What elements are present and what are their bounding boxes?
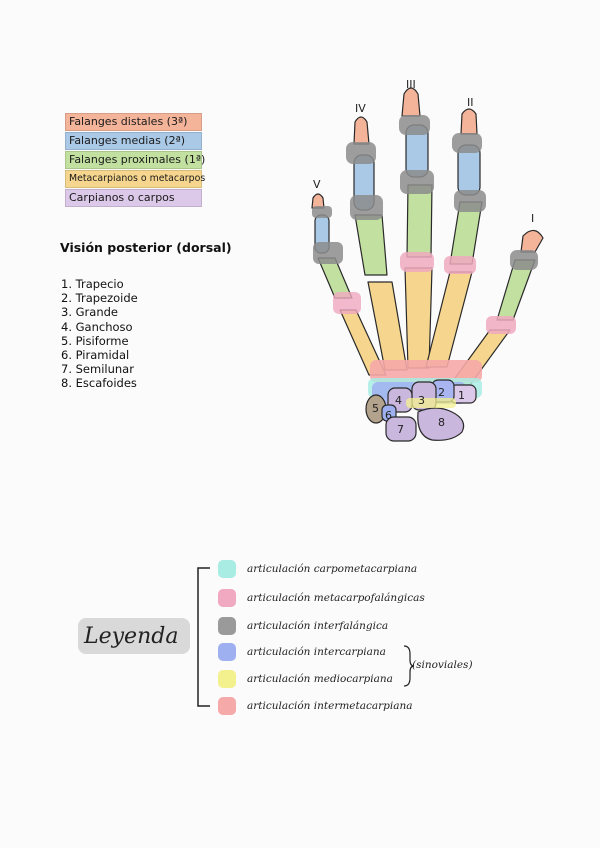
carpal-list-item: 7. Semilunar xyxy=(61,362,134,377)
legend-bracket xyxy=(197,567,210,707)
finger-numeral-iii: III xyxy=(406,78,416,91)
view-title: Visión posterior (dorsal) xyxy=(60,240,232,255)
carpal-list-item: 3. Grande xyxy=(61,305,118,320)
carpal-number-6: 6 xyxy=(385,409,392,422)
finger-ii xyxy=(425,108,486,368)
key-carpals: Carpianos o carpos xyxy=(65,189,202,207)
carpal-list-item: 4. Ganchoso xyxy=(61,319,133,334)
legend-title-highlight xyxy=(78,618,190,654)
legend-label-carpometacarpal: articulación carpometacarpiana xyxy=(247,563,418,575)
finger-v xyxy=(311,193,387,376)
carpal-list-item: 1. Trapecio xyxy=(61,277,124,291)
finger-iv xyxy=(346,116,408,371)
legend-label-metacarpophalangeal: articulación metacarpofalángicas xyxy=(247,592,425,604)
carpal-list-item: 2. Trapezoide xyxy=(61,291,138,306)
carpal-bones xyxy=(365,379,477,442)
carpal-number-3: 3 xyxy=(418,394,425,407)
finger-numeral-i: I xyxy=(531,212,534,225)
legend-swatch-carpometacarpal xyxy=(218,560,236,578)
legend-label-midcarpal: articulación mediocarpiana xyxy=(247,673,393,685)
carpal-number-5: 5 xyxy=(372,402,379,415)
key-distal-phalanges: Falanges distales (3ª) xyxy=(65,113,202,131)
finger-numeral-v: V xyxy=(313,178,321,191)
carpal-bone-list: 1. Trapecio 2. Trapezoide 3. Grande 4. G… xyxy=(61,277,138,391)
carpal-number-2: 2 xyxy=(438,386,445,399)
legend-swatch-interphalangeal xyxy=(218,617,236,635)
key-middle-phalanges: Falanges medias (2ª) xyxy=(65,132,202,150)
synovial-brace xyxy=(403,645,415,687)
legend-swatch-midcarpal xyxy=(218,670,236,688)
legend-swatch-intercarpal xyxy=(218,643,236,661)
legend-swatch-metacarpophalangeal xyxy=(218,589,236,607)
carpal-number-1: 1 xyxy=(458,389,465,402)
finger-numeral-ii: II xyxy=(467,96,474,109)
carpal-number-7: 7 xyxy=(397,423,404,436)
legend-title: Leyenda xyxy=(84,624,179,649)
carpal-list-item: 6. Piramidal xyxy=(61,348,130,363)
legend-swatch-intermetacarpal xyxy=(218,697,236,715)
finger-iii xyxy=(399,87,434,369)
key-proximal-phalanges: Falanges proximales (1ª) xyxy=(65,151,205,169)
finger-numeral-iv: IV xyxy=(355,102,366,115)
key-metacarpals: Metacarpianos o metacarpos xyxy=(65,170,205,188)
carpal-list-item: 8. Escafoides xyxy=(61,376,137,391)
legend-label-interphalangeal: articulación interfalángica xyxy=(247,620,389,632)
bone-color-key: Falanges distales (3ª) Falanges medias (… xyxy=(65,113,205,208)
legend-label-intermetacarpal: articulación intermetacarpiana xyxy=(247,700,413,712)
carpal-number-8: 8 xyxy=(438,416,445,429)
legend-label-intercarpal: articulación intercarpiana xyxy=(247,646,386,658)
carpal-list-item: 5. Pisiforme xyxy=(61,333,129,348)
synovial-note: (sinoviales) xyxy=(412,659,473,671)
carpal-number-4: 4 xyxy=(395,394,402,407)
